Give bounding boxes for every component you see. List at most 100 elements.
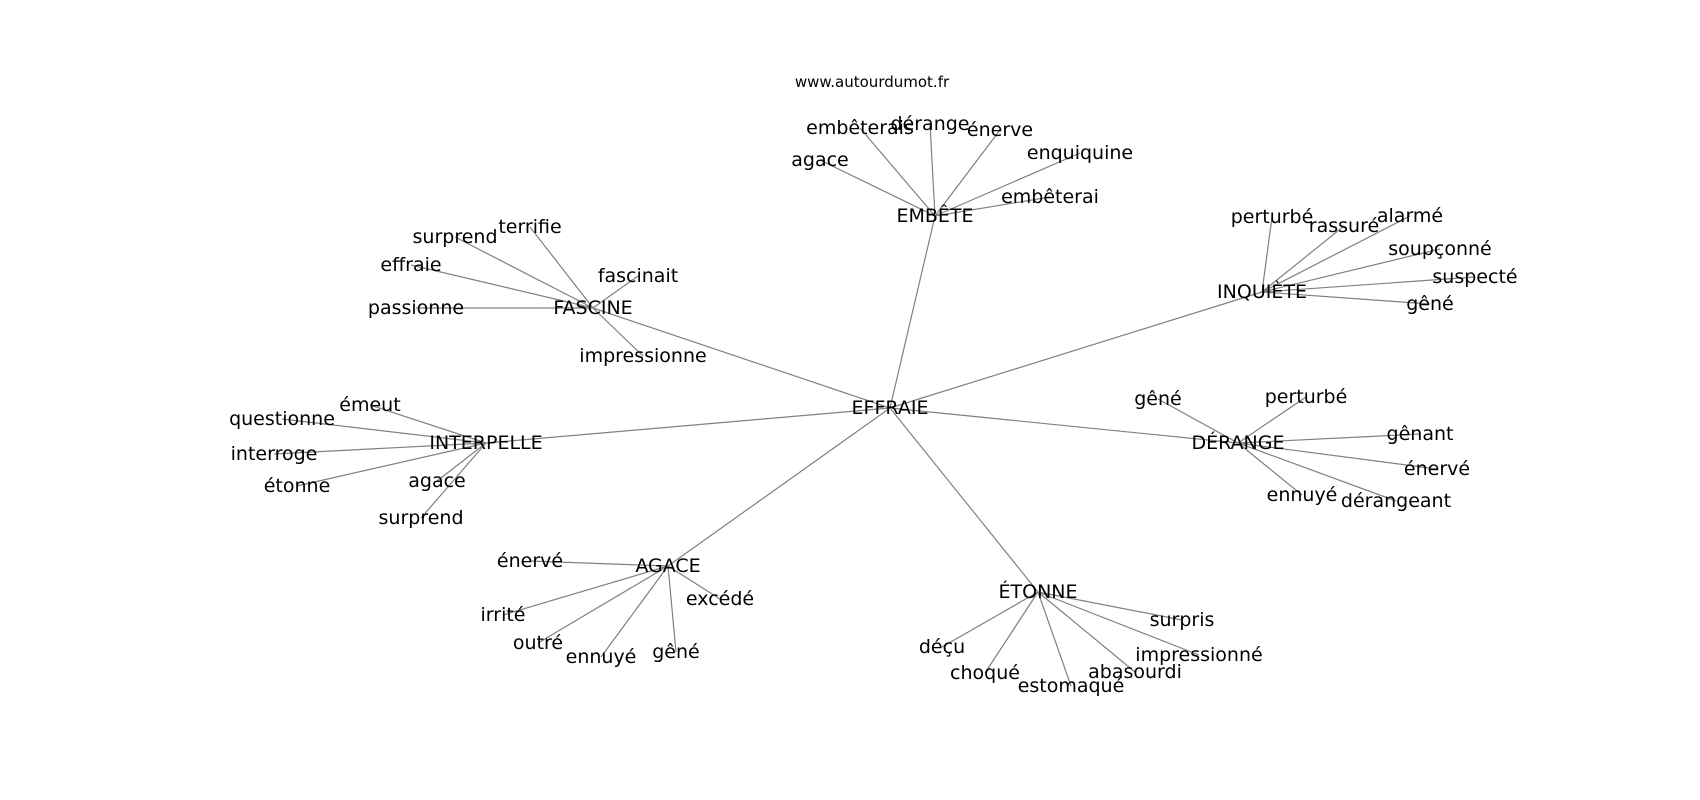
edge-center-inquiete bbox=[889, 291, 1263, 409]
leaf-word-fascine-4[interactable]: passionne bbox=[368, 297, 464, 319]
edge-inquiete-2 bbox=[1261, 215, 1411, 293]
leaf-word-fascine-5[interactable]: impressionne bbox=[579, 345, 706, 367]
edge-inquiete-4 bbox=[1261, 276, 1476, 293]
edge-agace-2 bbox=[537, 565, 669, 644]
edge-interpelle-0 bbox=[369, 404, 487, 444]
edge-derange-4 bbox=[1237, 442, 1303, 496]
edge-embete-3 bbox=[819, 159, 936, 217]
leaf-word-agace-1[interactable]: irrité bbox=[481, 604, 526, 626]
edges-layer bbox=[273, 123, 1476, 687]
edge-embete-1 bbox=[929, 123, 936, 217]
edge-center-derange bbox=[889, 407, 1239, 444]
edge-fascine-5 bbox=[592, 307, 644, 357]
leaf-word-etonne-5[interactable]: surpris bbox=[1150, 609, 1215, 631]
leaf-word-inquiete-1[interactable]: rassuré bbox=[1309, 215, 1379, 237]
edge-agace-3 bbox=[600, 565, 669, 658]
edge-embete-2 bbox=[934, 129, 1001, 217]
leaf-word-embete-3[interactable]: agace bbox=[791, 149, 848, 171]
leaf-word-inquiete-4[interactable]: suspecté bbox=[1432, 266, 1517, 288]
edge-inquiete-3 bbox=[1261, 248, 1441, 293]
leaf-word-derange-1[interactable]: perturbé bbox=[1265, 386, 1348, 408]
edge-etonne-4 bbox=[1037, 591, 1200, 656]
edge-agace-0 bbox=[529, 560, 669, 567]
leaf-word-agace-2[interactable]: outré bbox=[513, 632, 563, 654]
edge-derange-1 bbox=[1237, 396, 1307, 444]
edge-etonne-5 bbox=[1037, 591, 1183, 621]
edge-interpelle-5 bbox=[420, 442, 487, 519]
leaf-word-inquiete-0[interactable]: perturbé bbox=[1231, 206, 1314, 228]
leaf-word-embete-5[interactable]: embêterai bbox=[1001, 186, 1099, 208]
edge-inquiete-5 bbox=[1261, 291, 1431, 305]
hub-word-embete[interactable]: EMBÊTE bbox=[896, 204, 973, 227]
leaf-word-interpelle-2[interactable]: interroge bbox=[231, 443, 318, 465]
edge-derange-0 bbox=[1157, 398, 1239, 444]
edge-etonne-1 bbox=[984, 591, 1039, 674]
edge-inquiete-0 bbox=[1261, 216, 1273, 293]
edge-interpelle-1 bbox=[281, 418, 487, 444]
leaf-word-inquiete-5[interactable]: gêné bbox=[1406, 293, 1453, 315]
leaf-word-etonne-0[interactable]: déçu bbox=[919, 636, 965, 658]
leaf-word-agace-0[interactable]: énervé bbox=[497, 550, 563, 572]
leaf-word-etonne-1[interactable]: choqué bbox=[950, 662, 1020, 684]
labels-layer: www.autourdumot.fr embêteraisdérangeéner… bbox=[229, 73, 1518, 697]
edge-agace-4 bbox=[667, 565, 677, 653]
leaf-word-derange-4[interactable]: ennuyé bbox=[1267, 484, 1338, 506]
edge-fascine-0 bbox=[454, 236, 594, 309]
leaf-word-fascine-2[interactable]: effraie bbox=[380, 254, 441, 276]
hub-word-etonne[interactable]: ÉTONNE bbox=[999, 580, 1078, 603]
leaf-word-derange-3[interactable]: énervé bbox=[1404, 458, 1470, 480]
leaf-word-fascine-3[interactable]: fascinait bbox=[598, 265, 678, 287]
edge-agace-5 bbox=[667, 565, 721, 600]
leaf-word-inquiete-2[interactable]: alarmé bbox=[1377, 205, 1443, 227]
leaf-word-etonne-3[interactable]: abasourdi bbox=[1088, 661, 1182, 683]
edge-interpelle-3 bbox=[296, 442, 487, 487]
leaf-word-embete-0[interactable]: embêterais bbox=[806, 117, 914, 139]
leaf-word-derange-5[interactable]: dérangeant bbox=[1341, 490, 1451, 512]
edge-center-etonne bbox=[889, 407, 1039, 593]
leaf-word-etonne-4[interactable]: impressionné bbox=[1135, 644, 1262, 666]
leaf-word-interpelle-5[interactable]: surprend bbox=[379, 507, 464, 529]
edge-fascine-3 bbox=[592, 275, 639, 309]
leaf-word-agace-4[interactable]: gêné bbox=[652, 641, 699, 663]
hub-word-inquiete[interactable]: INQUIÈTE bbox=[1217, 280, 1307, 303]
leaf-word-agace-5[interactable]: excédé bbox=[686, 588, 754, 610]
center-word[interactable]: EFFRAIE bbox=[852, 397, 929, 419]
leaf-word-interpelle-3[interactable]: étonne bbox=[264, 475, 331, 497]
edge-center-embete bbox=[889, 215, 936, 409]
leaf-word-interpelle-4[interactable]: agace bbox=[408, 470, 465, 492]
edge-derange-2 bbox=[1237, 433, 1421, 444]
edge-center-interpelle bbox=[485, 407, 891, 444]
leaf-word-embete-1[interactable]: dérange bbox=[891, 113, 970, 135]
leaf-word-etonne-2[interactable]: estomaqué bbox=[1018, 675, 1125, 697]
hub-word-interpelle[interactable]: INTERPELLE bbox=[429, 432, 542, 454]
edge-etonne-3 bbox=[1037, 591, 1136, 673]
edge-embete-0 bbox=[859, 127, 936, 217]
source-label[interactable]: www.autourdumot.fr bbox=[795, 73, 950, 91]
leaf-word-interpelle-1[interactable]: questionne bbox=[229, 408, 335, 430]
edge-interpelle-2 bbox=[273, 442, 487, 455]
edge-center-fascine bbox=[592, 307, 891, 409]
hub-word-fascine[interactable]: FASCINE bbox=[553, 297, 632, 319]
leaf-word-inquiete-3[interactable]: soupçonné bbox=[1388, 238, 1491, 260]
leaf-word-derange-2[interactable]: gênant bbox=[1387, 423, 1454, 445]
edge-agace-1 bbox=[502, 565, 669, 616]
leaf-word-embete-4[interactable]: enquiquine bbox=[1027, 142, 1133, 164]
edge-etonne-0 bbox=[941, 591, 1039, 648]
leaf-word-derange-0[interactable]: gêné bbox=[1134, 388, 1181, 410]
edge-center-agace bbox=[667, 407, 891, 567]
edge-derange-5 bbox=[1237, 442, 1397, 502]
edge-embete-4 bbox=[934, 152, 1081, 217]
leaf-word-fascine-0[interactable]: surprend bbox=[413, 226, 498, 248]
leaf-word-interpelle-0[interactable]: émeut bbox=[339, 394, 400, 416]
edge-fascine-2 bbox=[410, 264, 594, 309]
edge-derange-3 bbox=[1237, 442, 1438, 470]
hub-word-agace[interactable]: AGACE bbox=[635, 555, 700, 577]
leaf-word-agace-3[interactable]: ennuyé bbox=[566, 646, 637, 668]
edge-etonne-2 bbox=[1037, 591, 1072, 687]
edge-fascine-1 bbox=[529, 226, 594, 309]
leaf-word-embete-2[interactable]: énerve bbox=[967, 119, 1033, 141]
leaf-word-fascine-1[interactable]: terrifie bbox=[498, 216, 561, 238]
hub-word-derange[interactable]: DÉRANGE bbox=[1191, 431, 1284, 454]
edge-inquiete-1 bbox=[1261, 225, 1345, 293]
